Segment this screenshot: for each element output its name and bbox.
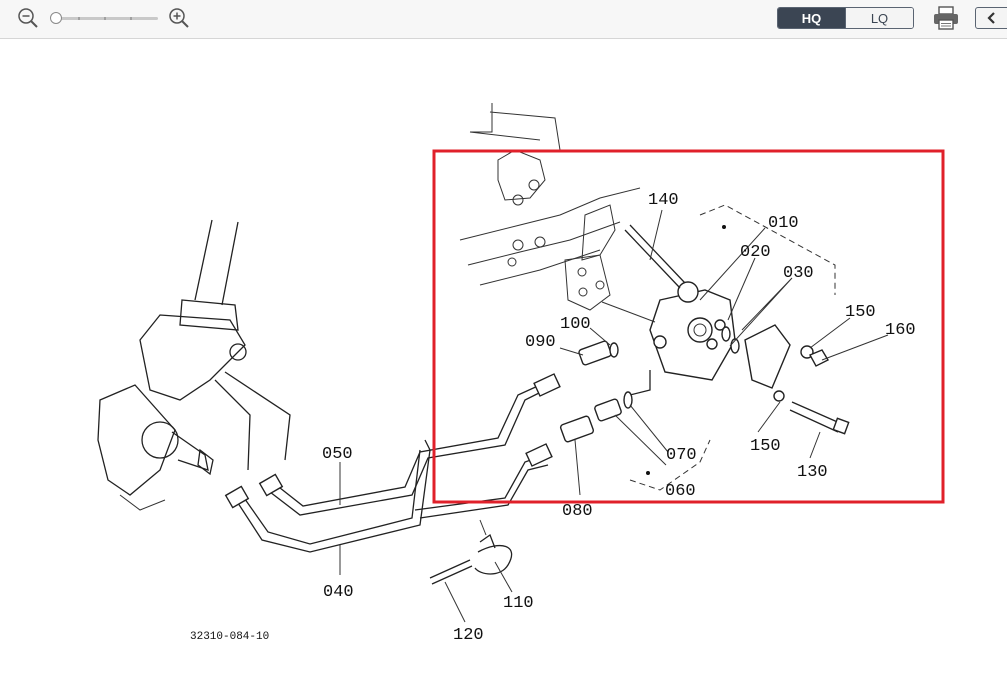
quality-toggle: HQ LQ — [777, 7, 914, 29]
part-label-160[interactable]: 160 — [885, 321, 916, 340]
part-label-110[interactable]: 110 — [503, 594, 534, 613]
lq-button[interactable]: LQ — [845, 8, 913, 28]
drawing-code: 32310-084-10 — [190, 631, 269, 643]
leader-lines — [339, 209, 889, 623]
zoom-slider-thumb[interactable] — [50, 12, 62, 24]
valve-block-drawing — [559, 204, 850, 491]
part-label-150a[interactable]: 150 — [845, 303, 876, 322]
part-label-070[interactable]: 070 — [666, 446, 697, 465]
part-label-140[interactable]: 140 — [648, 191, 679, 210]
part-label-130[interactable]: 130 — [797, 463, 828, 482]
steering-assembly-drawing — [97, 219, 247, 511]
part-label-060[interactable]: 060 — [665, 482, 696, 501]
part-label-050[interactable]: 050 — [322, 445, 353, 464]
tractor-frame-drawing — [459, 103, 641, 311]
toolbar: HQ LQ — [0, 0, 1007, 39]
part-label-030[interactable]: 030 — [783, 264, 814, 283]
zoom-slider[interactable] — [50, 12, 158, 24]
part-label-100[interactable]: 100 — [560, 315, 591, 334]
part-label-090[interactable]: 090 — [525, 333, 556, 352]
chevron-left-icon — [987, 12, 995, 24]
part-label-150b[interactable]: 150 — [750, 437, 781, 456]
part-label-120[interactable]: 120 — [453, 626, 484, 645]
printer-icon[interactable] — [932, 5, 960, 31]
clamp-pin-drawing — [429, 519, 513, 585]
hq-button[interactable]: HQ — [778, 8, 845, 28]
highlight-box — [432, 149, 945, 504]
part-label-080[interactable]: 080 — [562, 502, 593, 521]
back-button[interactable] — [975, 7, 1007, 29]
hose-lines-drawing — [214, 371, 561, 553]
zoom-in-icon[interactable] — [168, 7, 190, 29]
part-label-010[interactable]: 010 — [768, 214, 799, 233]
zoom-out-icon[interactable] — [17, 7, 39, 29]
part-label-020[interactable]: 020 — [740, 243, 771, 262]
part-label-040[interactable]: 040 — [323, 583, 354, 602]
